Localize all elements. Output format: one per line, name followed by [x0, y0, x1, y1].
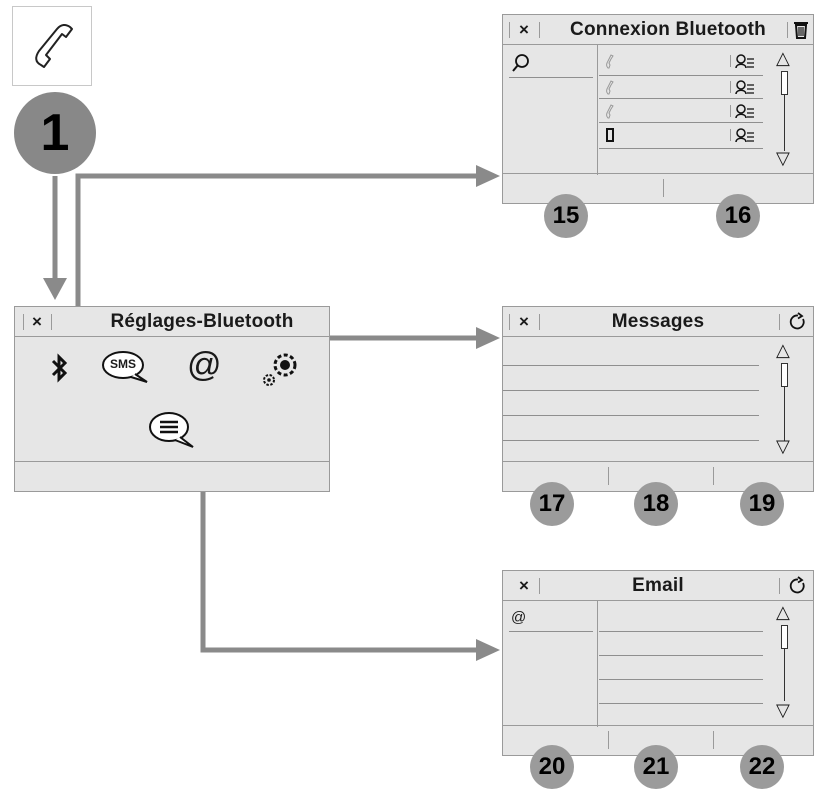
scroll-down-arrow-icon[interactable]: ▽ — [776, 700, 790, 720]
callout-badge: 17 — [530, 482, 574, 526]
callout-badge: 22 — [740, 745, 784, 789]
scroll-up-arrow-icon[interactable]: △ — [776, 340, 790, 360]
trash-icon[interactable] — [793, 21, 809, 39]
callout-badge: 18 — [634, 482, 678, 526]
bluetooth-icon[interactable] — [47, 353, 71, 387]
callout-badge: 21 — [634, 745, 678, 789]
settings-footer — [15, 461, 329, 491]
screen-title: Connexion Bluetooth — [570, 19, 766, 40]
email-list — [599, 601, 763, 727]
scroll-up-arrow-icon[interactable]: △ — [776, 602, 790, 622]
refresh-icon[interactable] — [789, 312, 807, 331]
callout-badge: 20 — [530, 745, 574, 789]
step-number-badge: 1 — [14, 92, 96, 174]
email-screen: × Email @ △ ▽ — [502, 570, 814, 756]
screen-title: Messages — [611, 311, 705, 332]
phone-handset-icon — [35, 23, 73, 68]
magnifier-icon[interactable] — [511, 53, 531, 73]
email-footer — [503, 725, 813, 755]
sms-bubble-icon — [102, 351, 148, 383]
close-button[interactable]: × — [519, 312, 529, 331]
sms-button[interactable]: SMS — [101, 349, 151, 385]
scrollbar[interactable]: △ ▽ — [773, 603, 795, 723]
list-item-connected[interactable] — [599, 123, 763, 149]
phone-handset-icon — [606, 54, 614, 69]
device-list — [599, 45, 763, 175]
bluetooth-footer — [503, 173, 813, 203]
list-item[interactable] — [599, 75, 763, 99]
list-item — [599, 631, 763, 632]
contact-list-icon[interactable] — [735, 79, 755, 97]
sms-label: SMS — [109, 357, 136, 371]
message-bubble-icon[interactable] — [147, 411, 197, 449]
scrollbar[interactable]: △ ▽ — [773, 49, 795, 169]
contact-list-icon[interactable] — [735, 53, 755, 71]
at-sign-icon[interactable]: @ — [187, 346, 222, 384]
list-item — [503, 415, 759, 416]
messages-titlebar: × — [503, 307, 813, 337]
bluetooth-titlebar: × — [503, 15, 813, 45]
list-item — [503, 440, 759, 441]
at-sign-icon[interactable]: @ — [511, 609, 527, 626]
list-item[interactable] — [599, 99, 763, 123]
message-list — [503, 337, 763, 461]
callout-badge: 16 — [716, 194, 760, 238]
messages-footer — [503, 461, 813, 491]
screen-title: Email — [632, 575, 684, 596]
close-button[interactable]: × — [32, 312, 42, 331]
settings-titlebar: × — [15, 307, 329, 337]
scroll-up-arrow-icon[interactable]: △ — [776, 48, 790, 68]
list-item — [599, 655, 763, 656]
scrollbar[interactable]: △ ▽ — [773, 341, 795, 459]
phone-connected-icon — [606, 128, 614, 142]
close-button[interactable]: × — [519, 20, 529, 39]
screen-title: Réglages-Bluetooth — [110, 311, 294, 332]
messages-screen: × Messages △ ▽ — [502, 306, 814, 492]
email-titlebar: × — [503, 571, 813, 601]
phone-button[interactable] — [12, 6, 92, 86]
scroll-down-arrow-icon[interactable]: ▽ — [776, 436, 790, 456]
contact-list-icon[interactable] — [735, 103, 755, 121]
list-item[interactable] — [599, 45, 763, 76]
refresh-icon[interactable] — [789, 576, 807, 595]
list-item — [599, 703, 763, 704]
scroll-down-arrow-icon[interactable]: ▽ — [776, 148, 790, 168]
phone-handset-icon — [606, 80, 614, 95]
gears-icon[interactable] — [259, 349, 303, 389]
callout-badge: 15 — [544, 194, 588, 238]
close-button[interactable]: × — [519, 576, 529, 595]
list-item — [503, 365, 759, 366]
list-item — [503, 390, 759, 391]
bluetooth-connection-screen: × Connexion Bluetooth — [502, 14, 814, 204]
callout-badge: 19 — [740, 482, 784, 526]
column-divider — [597, 601, 598, 727]
phone-handset-icon — [606, 104, 614, 119]
column-divider — [597, 45, 598, 175]
contact-list-icon[interactable] — [735, 127, 755, 145]
list-item — [599, 679, 763, 680]
settings-screen: × Réglages-Bluetooth SMS @ — [14, 306, 330, 492]
